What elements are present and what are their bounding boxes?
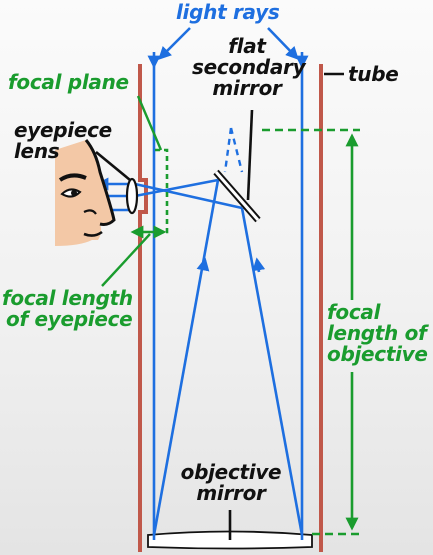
face-profile-line: [84, 139, 116, 226]
label-light-rays: light rays: [176, 0, 280, 24]
label-objective-word: objective: [180, 460, 282, 484]
reflected-rays: [152, 179, 304, 536]
label-arrow-left: [158, 27, 191, 60]
observer-face: [55, 139, 116, 246]
label-focal-plane: focal plane: [8, 70, 129, 94]
pupil: [71, 190, 77, 196]
reflected-ray-left: [152, 179, 220, 536]
objective-mirror: [147, 530, 313, 550]
tube-left-wall: [138, 64, 148, 552]
focal-plane-pointer: [136, 95, 163, 151]
eyepiece-lens: [125, 177, 139, 215]
label-arrow-right: [267, 27, 299, 60]
label-secondary: secondary: [192, 55, 306, 79]
virtual-image-dashes: [223, 127, 244, 173]
label-objective-mirror: objective mirror: [170, 462, 292, 504]
lower-diagonal-ray: [134, 182, 243, 210]
label-mirror-word: mirror: [196, 481, 266, 505]
label-eyepiece: eyepiece: [14, 118, 112, 142]
label-focal-length: focal length: [2, 286, 133, 310]
eyepiece-lens-pointer: [95, 150, 131, 182]
reflected-ray-right-arrow: [252, 257, 266, 273]
eyepiece-rays: [95, 177, 243, 217]
label-focal-length-of-eyepiece: focal length of eyepiece: [2, 288, 133, 330]
label-flat: flat: [228, 34, 266, 58]
label-tube: tube: [348, 62, 399, 86]
label-eyepiece-lens: eyepiece lens: [14, 120, 112, 162]
reflected-ray-right: [240, 207, 304, 536]
label-length-of: length of: [327, 321, 427, 345]
upper-diagonal-ray: [134, 178, 219, 198]
label-mirror: mirror: [212, 76, 282, 100]
secondary-mirror-pointer: [246, 109, 254, 201]
label-of-eyepiece: of eyepiece: [6, 307, 133, 331]
face-skin: [55, 140, 114, 246]
label-focal: focal: [327, 300, 381, 324]
label-lens: lens: [14, 139, 60, 163]
tube-walls: [138, 64, 323, 552]
nostril: [83, 209, 97, 215]
label-focal-length-of-objective: focal length of objective: [327, 302, 428, 365]
eyepiece-focal-length-pointer: [101, 233, 151, 287]
secondary-mirror-face: [214, 171, 260, 221]
reflected-ray-left-arrow: [196, 257, 210, 272]
eyebrow: [58, 173, 87, 182]
mouth: [83, 230, 103, 237]
label-flat-secondary-mirror: flat secondary mirror: [192, 34, 306, 100]
label-objective: objective: [327, 342, 428, 366]
